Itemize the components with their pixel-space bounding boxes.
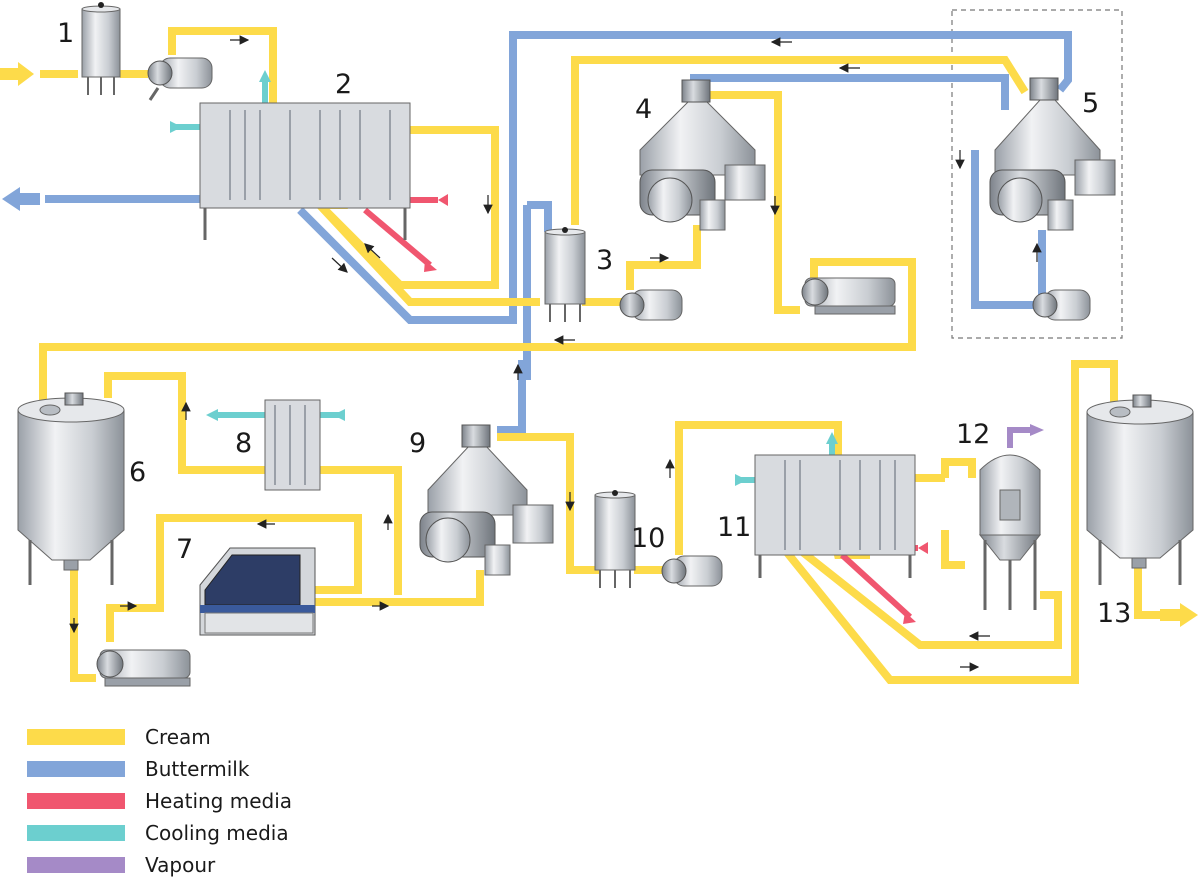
legend-swatch-buttermilk (27, 761, 125, 777)
tank-1 (81, 2, 121, 95)
pump-10 (661, 555, 723, 587)
pump-5 (1032, 289, 1091, 321)
legend-item-buttermilk: Buttermilk (27, 757, 250, 781)
heat-exchanger-11 (754, 454, 916, 578)
tank-6 (17, 392, 125, 585)
pump-1 (147, 57, 213, 101)
cooling-arrows (170, 70, 838, 486)
tank-3 (544, 227, 586, 322)
machine-7 (199, 547, 316, 636)
inlet-arrow (0, 62, 34, 86)
separator-5 (989, 77, 1116, 231)
vapour-pipe (1007, 424, 1044, 448)
legend-item-vapour: Vapour (27, 853, 216, 877)
heat-exchanger-2 (199, 102, 411, 240)
legend-label-vapour: Vapour (145, 853, 216, 877)
label-5: 5 (1082, 88, 1100, 119)
tank-10 (594, 490, 636, 588)
separator-4 (639, 79, 766, 231)
legend-swatch-cream (27, 729, 125, 745)
legend-item-cooling-media: Cooling media (27, 821, 289, 845)
label-12: 12 (956, 419, 991, 450)
product-outlet-arrow (1160, 603, 1198, 627)
label-4: 4 (635, 94, 653, 125)
buttermilk-outlet-arrow (2, 187, 40, 211)
legend-item-heating-media: Heating media (27, 789, 293, 813)
pump-4 (801, 277, 896, 315)
label-9: 9 (409, 428, 427, 459)
heating-arrows (424, 194, 928, 624)
label-8: 8 (235, 428, 253, 459)
legend-label-buttermilk: Buttermilk (145, 757, 250, 781)
label-1: 1 (57, 18, 75, 49)
legend-swatch-vapour (27, 857, 125, 873)
label-7: 7 (176, 534, 194, 565)
separator-9 (419, 424, 554, 576)
legend-label-heating-media: Heating media (145, 789, 293, 813)
legend-swatch-cooling-media (27, 825, 125, 841)
label-11: 11 (717, 512, 752, 543)
pump-3 (619, 289, 683, 321)
label-13: 13 (1097, 598, 1132, 629)
pump-6 (96, 649, 191, 687)
legend-label-cooling-media: Cooling media (145, 821, 289, 845)
label-10: 10 (631, 523, 666, 554)
label-6: 6 (129, 457, 147, 488)
deaerator-12 (978, 454, 1042, 610)
label-3: 3 (596, 245, 614, 276)
legend-label-cream: Cream (145, 725, 211, 749)
heat-exchanger-8 (264, 399, 321, 491)
legend-item-cream: Cream (27, 725, 211, 749)
label-2: 2 (335, 69, 353, 100)
tank-13 (1086, 394, 1194, 585)
dashed-frame (951, 9, 1123, 339)
legend-swatch-heating-media (27, 793, 125, 809)
